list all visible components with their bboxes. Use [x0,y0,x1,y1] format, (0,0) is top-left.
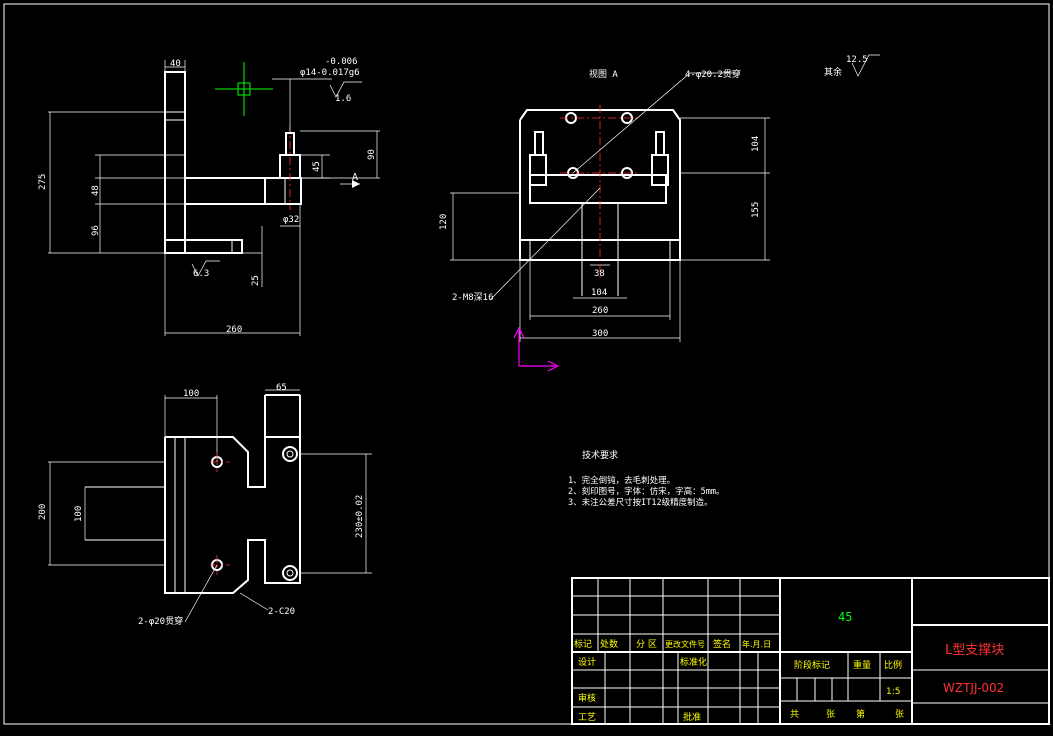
tolerance-upper: -0.006 [325,57,358,67]
label-stage-mark: 阶段标记 [794,659,830,671]
label-change-doc: 更改文件号 [665,639,705,649]
notes-title: 技术要求 [582,449,618,461]
chamfer-callout: 2-C20 [268,607,295,617]
dim-260-front: 260 [226,325,242,335]
crosshair-icon [215,62,273,116]
roughness-other-value: 12.5 [846,55,868,65]
note-item: 2、刻印图号，字体：仿宋，字高：5mm。 [568,486,724,497]
label-scale: 比例 [884,659,902,671]
hole [282,565,298,581]
label-sheets-2: 张 [895,709,904,720]
label-total: 共 [790,709,799,720]
front-view[interactable]: 40 -0.006 φ14-0.017g6 1.6 275 48 96 45 9… [38,57,380,336]
dim-260-side: 260 [592,306,608,316]
label-count: 处数 [600,638,618,650]
roughness-value-2: 6.3 [193,269,209,279]
ucs-icon [513,326,560,372]
label-weight: 重量 [853,659,871,671]
label-approve: 批准 [683,711,701,723]
tolerance-lower: φ14-0.017g6 [300,68,360,78]
part-name: L型支撑块 [945,643,1004,658]
label-zone: 分 区 [636,639,657,650]
thread-callout: 2-M8深16 [452,292,494,303]
note-item: 1、完全倒钝，去毛刺处理。 [568,475,675,486]
scale-value: 1:5 [886,687,900,697]
label-sheets-1: 张 [826,709,835,720]
dim-48: 48 [91,185,101,196]
side-hole-callout: 4-φ20.2贯穿 [685,68,741,80]
dim-25: 25 [251,275,261,286]
dim-300: 300 [592,329,608,339]
front-column [164,71,186,254]
side-view[interactable]: 视图 A 4-φ20.2贯穿 104 155 120 38 104 260 30… [439,54,880,342]
roughness-other-label: 其余 [824,66,842,78]
label-date: 年.月.日 [742,639,771,649]
dim-120: 120 [439,214,449,230]
note-item: 3、未注公差尺寸按IT12级精度制造。 [568,497,713,508]
top-hole-callout: 2-φ20贯穿 [138,615,183,627]
dim-155: 155 [751,202,761,218]
dim-100-left: 100 [74,506,84,522]
sheet-border [3,3,1050,725]
material-value: 45 [838,610,852,624]
dim-96: 96 [91,225,101,236]
label-standard: 标准化 [680,656,707,668]
dim-200: 200 [38,504,48,520]
title-block[interactable]: 标记 处数 分 区 更改文件号 签名 年.月.日 设计 标准化 审核 工艺 批准… [571,577,1050,725]
dim-65: 65 [276,383,287,393]
hole [282,446,298,462]
label-signature: 签名 [713,638,731,650]
dim-104-vertical: 104 [751,136,761,152]
dim-90: 90 [367,149,377,160]
dim-100-top: 100 [183,389,199,399]
side-slot [529,174,667,204]
front-boss [264,177,302,205]
label-review: 审核 [578,692,596,704]
dim-45: 45 [312,161,322,172]
label-design: 设计 [578,656,596,668]
label-process: 工艺 [578,712,596,723]
technical-notes: 技术要求 1、完全倒钝，去毛刺处理。 2、刻印图号，字体：仿宋，字高：5mm。 … [568,449,724,508]
label-page: 第 [856,708,865,720]
dim-top-width: 40 [170,59,181,69]
dim-phi32: φ32 [283,215,299,225]
top-view[interactable]: 100 65 200 100 230±0.02 2-φ20贯穿 2-C20 [38,383,372,627]
dim-overall-height: 275 [38,174,48,190]
roughness-value-1: 1.6 [335,94,351,104]
dim-38: 38 [594,269,605,279]
label-mark: 标记 [574,638,592,650]
dim-104-horizontal: 104 [591,288,607,298]
datum-a-label: A [352,172,358,183]
dim-230: 230±0.02 [355,495,365,538]
view-a-label: 视图 A [589,68,618,80]
drawing-number: WZTJJ-002 [943,681,1004,695]
